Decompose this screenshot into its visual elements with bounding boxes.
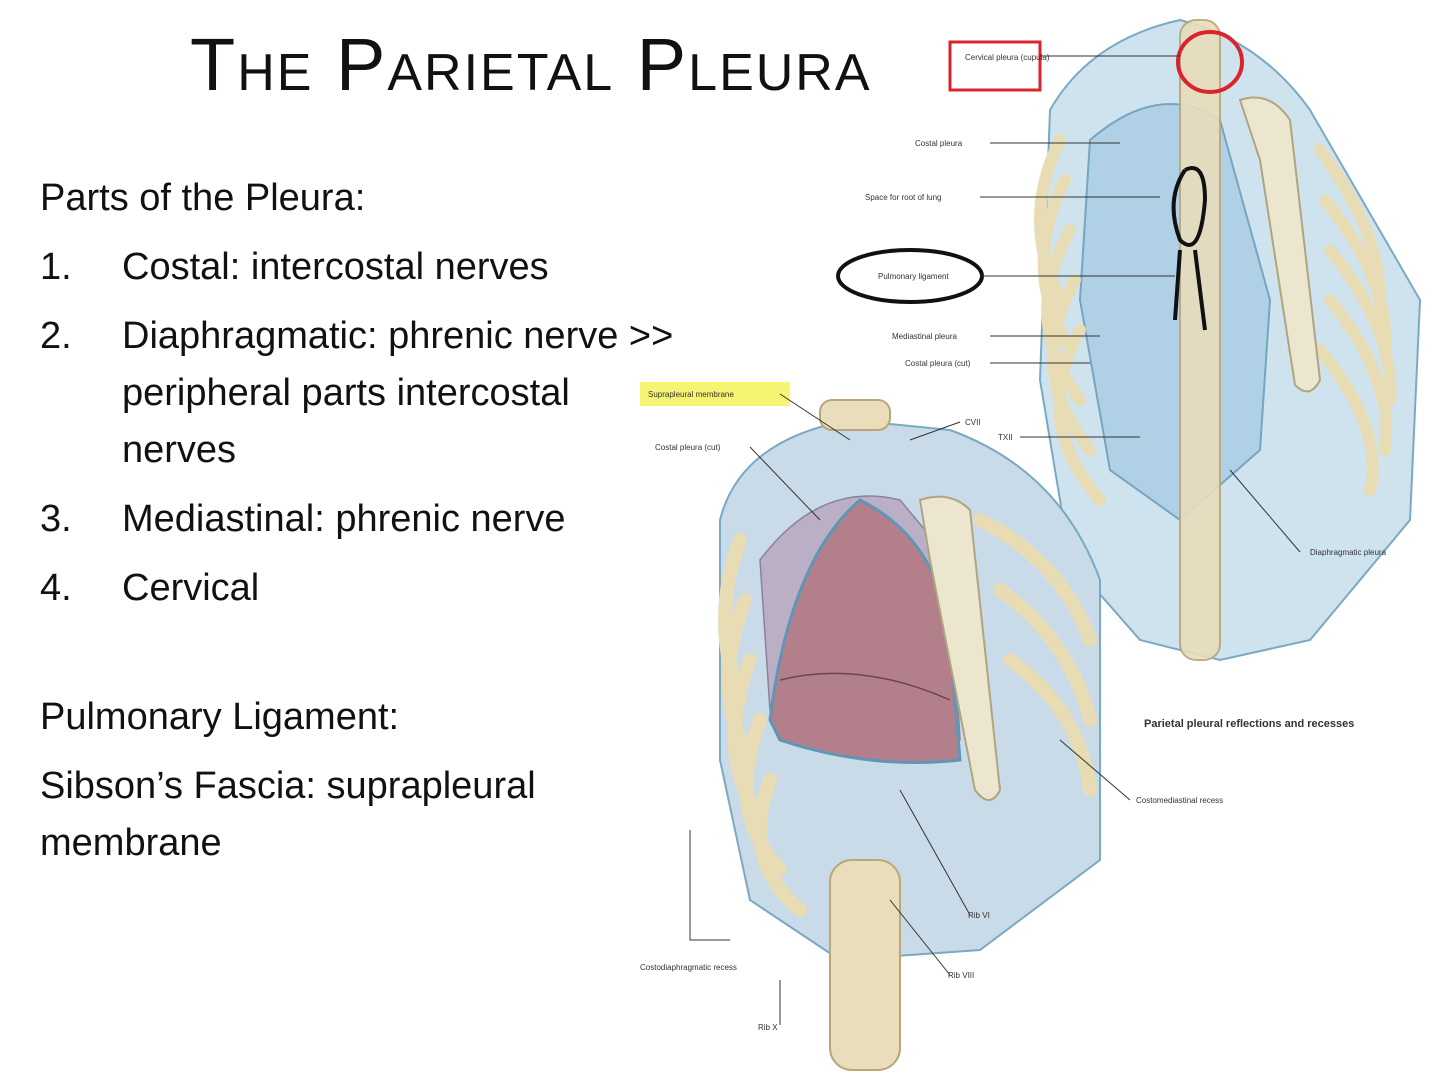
list-number: 3. — [40, 498, 72, 540]
label-diaphragmatic-pleura: Diaphragmatic pleura — [1310, 548, 1387, 557]
label-txii: TXII — [998, 433, 1013, 442]
label-costal-pleura-cut: Costal pleura (cut) — [905, 359, 971, 368]
list-item: 2. Diaphragmatic: phrenic nerve >> perip… — [40, 308, 720, 479]
list-item: 3. Mediastinal: phrenic nerve — [40, 491, 720, 548]
list-text: Diaphragmatic: phrenic nerve >> peripher… — [122, 315, 674, 471]
label-costal-pleura: Costal pleura — [915, 139, 963, 148]
list-number: 2. — [40, 315, 72, 357]
pulmonary-ligament-text: Pulmonary Ligament: — [40, 696, 400, 738]
list-text: Mediastinal: phrenic nerve — [122, 498, 566, 540]
list-number: 4. — [40, 567, 72, 609]
anterior-thorax-drawing — [718, 399, 1101, 1071]
parts-heading: Parts of the Pleura: — [40, 177, 366, 219]
slide-title-text: The Parietal Pleura — [190, 23, 872, 106]
list-number: 1. — [40, 246, 72, 288]
slide-title: The Parietal Pleura — [190, 28, 872, 102]
red-circle-annotation — [1176, 30, 1244, 94]
red-box-annotation — [948, 40, 1042, 92]
label-costodiaphragmatic-recess: Costodiaphragmatic recess — [640, 963, 737, 972]
label-root-space: Space for root of lung — [865, 193, 942, 202]
label-suprapleural-membrane: Suprapleural membrane — [648, 390, 734, 399]
list-item: 4. Cervical — [40, 560, 720, 617]
list-text: Costal: intercostal nerves — [122, 246, 549, 288]
label-cervical-pleura: Cervical pleura (cupula) — [965, 53, 1050, 62]
label-rib-x: Rib X — [758, 1023, 778, 1032]
label-rib-vi: Rib VI — [968, 911, 990, 920]
list-item: 1. Costal: intercostal nerves — [40, 239, 720, 296]
sibsons-fascia-text: Sibson’s Fascia: suprapleural membrane — [40, 765, 536, 864]
label-costal-pleura-cut-2: Costal pleura (cut) — [655, 443, 721, 452]
label-mediastinal-pleura: Mediastinal pleura — [892, 332, 957, 341]
pleura-illustration: Cervical pleura (cupula) Costal pleura S… — [640, 18, 1422, 1071]
list-text: Cervical — [122, 567, 260, 609]
yellow-highlight-annotation — [640, 382, 790, 406]
label-pulmonary-ligament: Pulmonary ligament — [878, 272, 949, 281]
posterior-thorax-drawing — [1034, 18, 1422, 662]
slide-body: Parts of the Pleura: 1. Costal: intercos… — [40, 170, 720, 884]
label-cvii: CVII — [965, 418, 981, 427]
label-costomediastinal-recess: Costomediastinal recess — [1136, 796, 1223, 805]
label-rib-viii: Rib VIII — [948, 971, 974, 980]
parts-list: 1. Costal: intercostal nerves 2. Diaphra… — [40, 239, 720, 617]
black-loop-annotation — [1171, 166, 1208, 331]
figure-caption: Parietal pleural reflections and recesse… — [1144, 718, 1354, 730]
